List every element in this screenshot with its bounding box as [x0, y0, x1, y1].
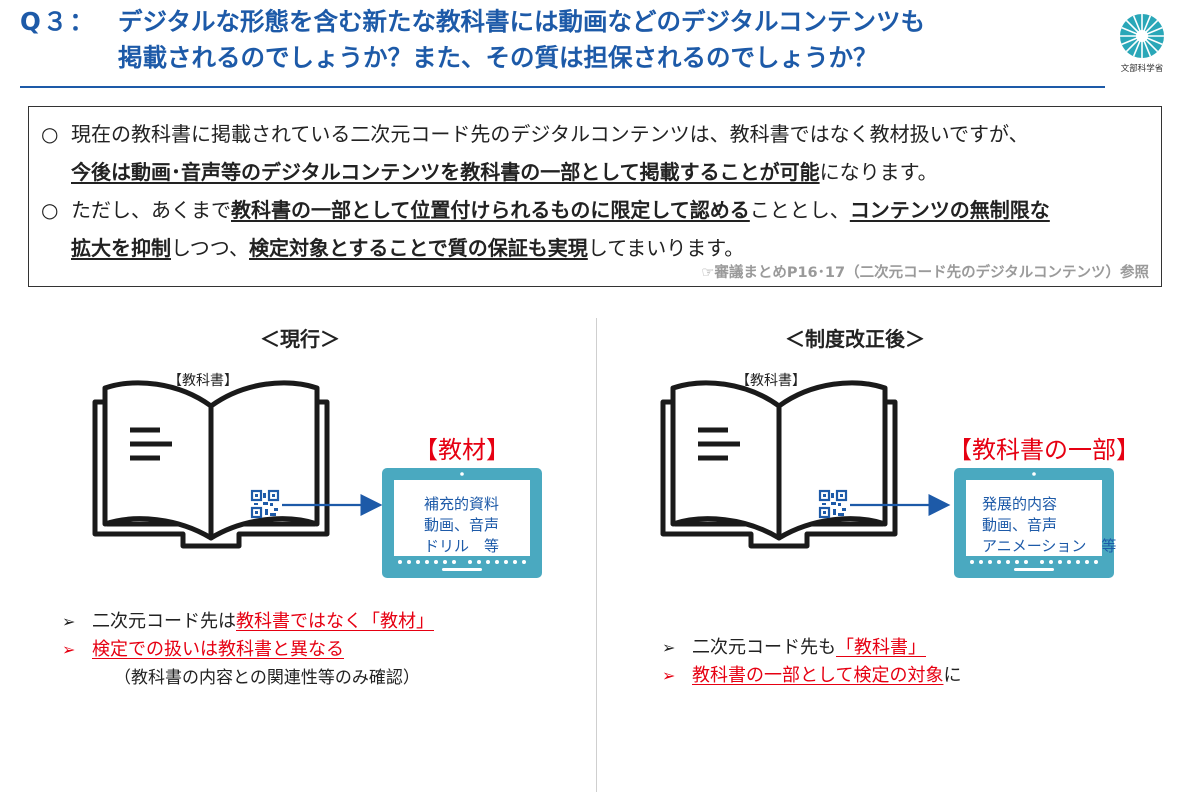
left-book-label: 【教科書】 — [168, 373, 238, 389]
reference-note: ☞審議まとめP16･17（二次元コード先のデジタルコンテンツ）参照 — [701, 265, 1149, 281]
tablet-line: ドリル 等 — [424, 537, 500, 555]
tablet-line: アニメーション 等 — [982, 537, 1117, 555]
summary-2-bold-4: 検定対象とすることで質の保証も実現 — [249, 236, 588, 260]
arrow-bullet-icon: ➢ — [662, 666, 676, 685]
summary-1-text-b: になります。 — [819, 160, 938, 184]
question-label: Q３： — [20, 7, 96, 36]
left-tag: 【教材】 — [414, 436, 510, 464]
summary-2-text-b: こととし、 — [749, 198, 850, 222]
right-panel-heading: ＜制度改正後＞ — [785, 327, 925, 351]
left-tablet-content: 補充的資料 動画、音声 ドリル 等 — [424, 494, 499, 557]
title-line-1: Q３： デジタルな形態を含む新たな教科書には動画などのデジタルコンテンツも — [20, 4, 1100, 40]
right-book-label: 【教科書】 — [736, 373, 806, 389]
bullet-text: 二次元コード先も — [692, 637, 836, 658]
summary-2-text-c: しつつ、 — [171, 236, 249, 260]
mext-logo: 文部科学省 — [1116, 12, 1168, 74]
bullet-text: 二次元コード先は — [92, 611, 236, 632]
list-item: ➢ 教科書の一部として検定の対象に — [662, 662, 961, 690]
bullet-highlight: 「教科書」 — [836, 637, 926, 658]
tablet-line: 動画、音声 — [424, 516, 500, 534]
open-book-icon — [95, 383, 327, 546]
arrow-bullet-icon: ➢ — [662, 638, 676, 657]
arrow-bullet-icon: ➢ — [62, 640, 76, 659]
summary-box: ○ 現在の教科書に掲載されている二次元コード先のデジタルコンテンツは、教科書ではな… — [28, 106, 1162, 287]
summary-2-bold-2: コンテンツの無制限な — [849, 198, 1050, 222]
panel-divider — [596, 318, 597, 792]
list-item: ➢ 二次元コード先は教科書ではなく「教材」 — [62, 608, 434, 636]
summary-1-text-a: 現在の教科書に掲載されている二次元コード先のデジタルコンテンツは、教科書ではなく… — [71, 122, 1029, 146]
bullet-text: に — [943, 665, 962, 686]
summary-2-text-d: してまいります。 — [587, 236, 745, 260]
summary-1-bold: 今後は動画･音声等のデジタルコンテンツを教科書の一部として掲載することが可能 — [71, 160, 820, 184]
left-panel-heading: ＜現行＞ — [260, 327, 340, 351]
bullet-highlight: 教科書ではなく「教材」 — [236, 611, 434, 632]
tablet-line: 動画、音声 — [982, 516, 1058, 534]
title-underline — [20, 86, 1105, 88]
circle-bullet-icon: ○ — [41, 198, 59, 222]
left-bullet-list: ➢ 二次元コード先は教科書ではなく「教材」 ➢ 検定での扱いは教科書と異なる （教科… — [62, 608, 434, 692]
summary-paragraph-1: ○ 現在の教科書に掲載されている二次元コード先のデジタルコンテンツは、教科書ではな… — [41, 115, 1151, 191]
logo-caption: 文部科学省 — [1120, 64, 1164, 74]
tablet-line: 補充的資料 — [424, 495, 500, 513]
list-item: ➢ 検定での扱いは教科書と異なる — [62, 636, 434, 664]
page-title: Q３： デジタルな形態を含む新たな教科書には動画などのデジタルコンテンツも 掲載さ… — [20, 4, 1100, 76]
bullet-subnote: （教科書の内容との関連性等のみ確認） — [114, 668, 420, 688]
open-book-icon — [663, 383, 895, 546]
summary-2-bold-3: 拡大を抑制 — [71, 236, 171, 260]
bullet-highlight: 教科書の一部として検定の対象 — [692, 665, 944, 686]
summary-2-bold-1: 教科書の一部として位置付けられるものに限定して認める — [231, 198, 750, 222]
circle-bullet-icon: ○ — [41, 122, 59, 146]
arrow-bullet-icon: ➢ — [62, 612, 76, 631]
title-text-1: デジタルな形態を含む新たな教科書には動画などのデジタルコンテンツも — [118, 7, 926, 36]
summary-paragraph-2: ○ ただし、あくまで教科書の一部として位置付けられるものに限定して認めることとし、… — [41, 191, 1151, 267]
tablet-line: 発展的内容 — [982, 495, 1058, 513]
list-item: ➢ 二次元コード先も「教科書」 — [662, 634, 961, 662]
right-tag: 【教科書の一部】 — [948, 436, 1140, 464]
right-tablet-content: 発展的内容 動画、音声 アニメーション 等 — [982, 494, 1116, 557]
summary-2-text-a: ただし、あくまで — [71, 198, 231, 222]
right-bullet-list: ➢ 二次元コード先も「教科書」 ➢ 教科書の一部として検定の対象に — [662, 634, 961, 690]
bullet-highlight: 検定での扱いは教科書と異なる — [92, 639, 344, 660]
title-line-2: 掲載されるのでしょうか？また、その質は担保されるのでしょうか？ — [118, 43, 878, 72]
mext-logo-icon — [1120, 14, 1164, 58]
